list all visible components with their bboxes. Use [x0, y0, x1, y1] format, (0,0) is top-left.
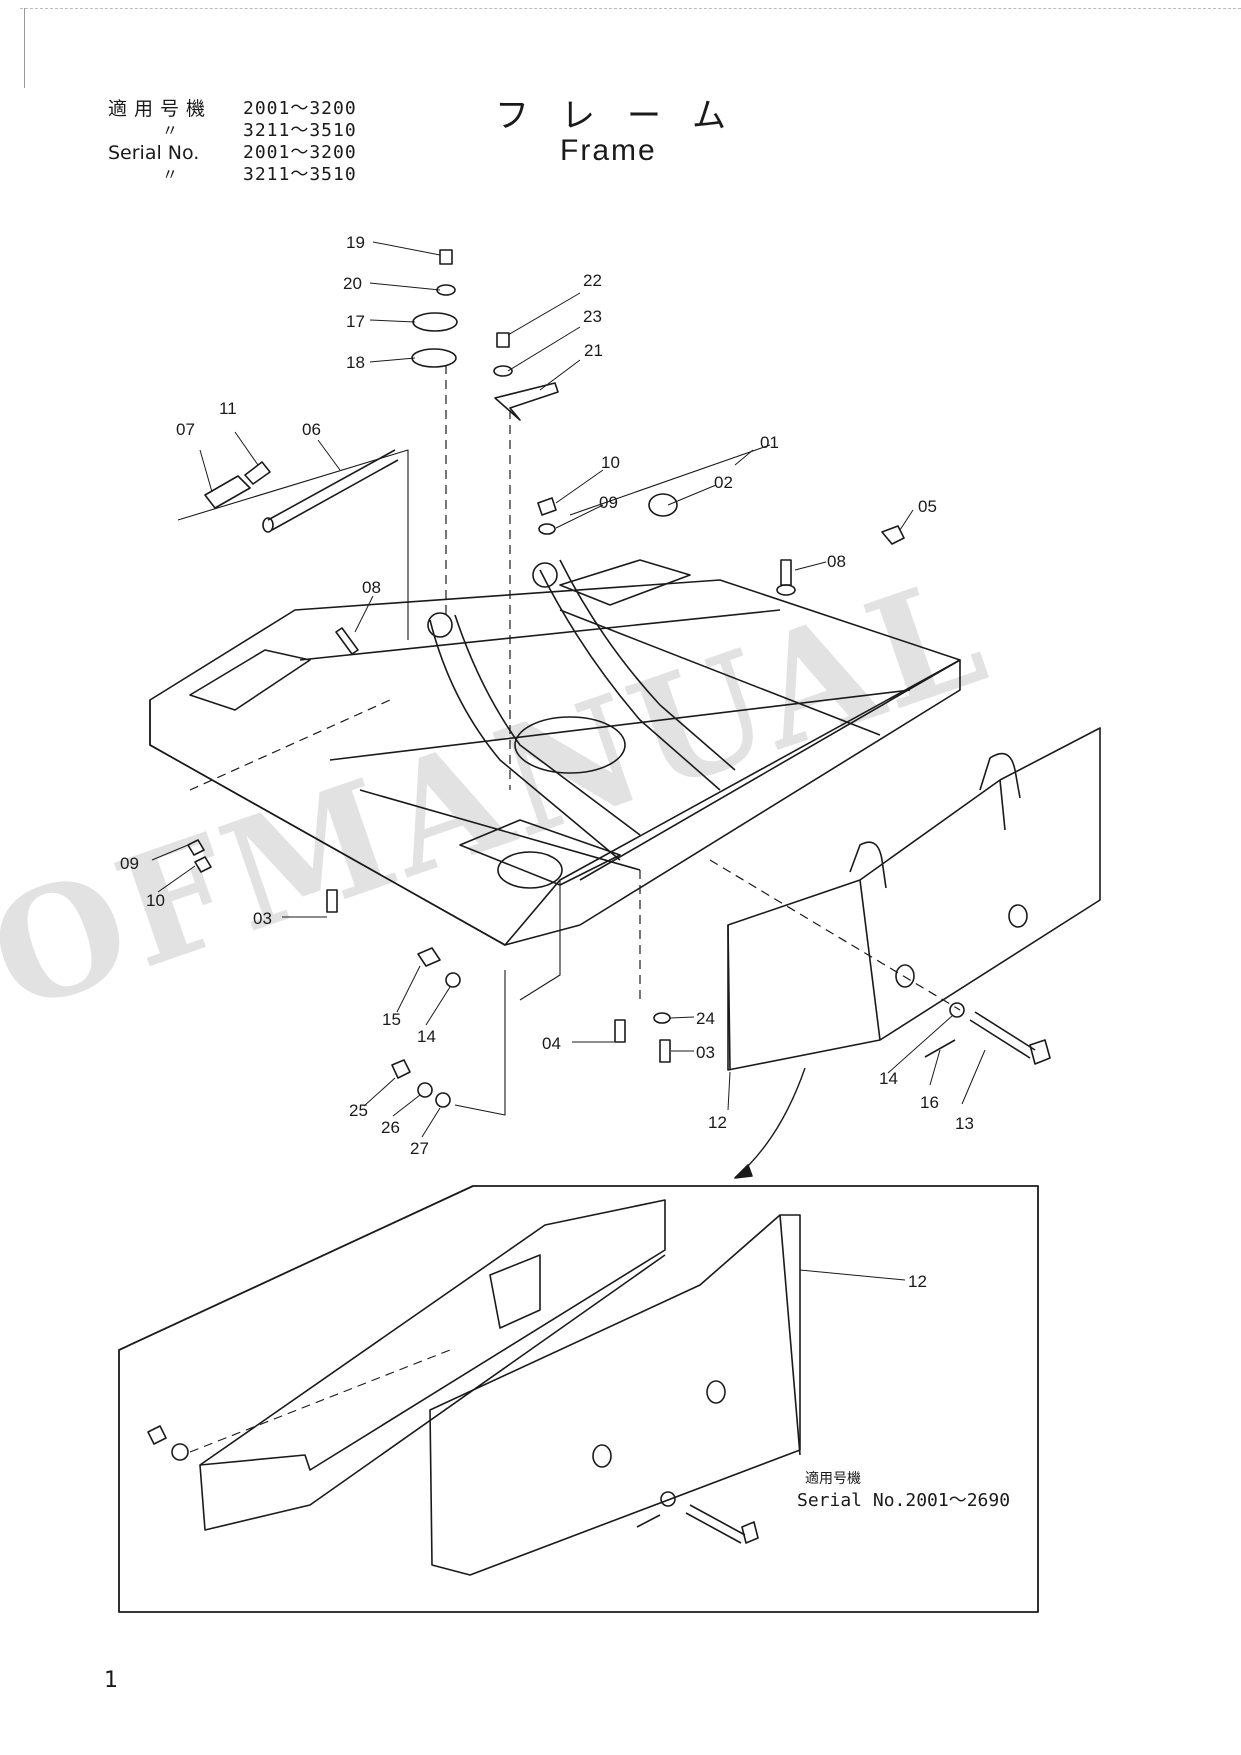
page-title-jp: フレーム	[495, 96, 758, 136]
callout-24: 24	[696, 1009, 715, 1028]
callout-10: 10	[146, 891, 165, 910]
header-row-2: 〃 3211～3510	[108, 120, 408, 142]
callout-23: 23	[583, 307, 602, 326]
applicable-label-jp: 適用号機	[108, 98, 213, 120]
serial-label: Serial No.	[108, 142, 200, 164]
callout-13: 13	[955, 1114, 974, 1133]
callout-16: 16	[920, 1093, 939, 1112]
callout-12: 12	[908, 1272, 927, 1291]
inset-applicable-label: 適用号機	[805, 1471, 861, 1487]
callout-14: 14	[417, 1027, 436, 1046]
callout-08: 08	[827, 552, 846, 571]
inset-counterweight	[429, 1214, 801, 1576]
inner-box	[559, 559, 691, 606]
alignment-lines	[189, 365, 961, 1011]
page-number: 1	[104, 1668, 118, 1693]
ditto-mark: 〃	[162, 121, 179, 140]
callout-18: 18	[346, 353, 365, 372]
header-row-1: 適用号機 2001～3200	[108, 98, 408, 120]
callout-12: 12	[708, 1113, 727, 1132]
callout-02: 02	[714, 473, 733, 492]
callout-15: 15	[382, 1010, 401, 1029]
page-left-edge	[24, 8, 25, 88]
applicable-serial-header: 適用号機 2001～3200 〃 3211～3510 Serial No. 20…	[108, 98, 408, 186]
callout-17: 17	[346, 312, 365, 331]
page-title-en: Frame	[560, 134, 657, 167]
callout-03: 03	[253, 909, 272, 928]
page-top-edge	[20, 8, 1241, 9]
serial-range: 3211～3510	[243, 164, 357, 185]
callout-21: 21	[584, 341, 603, 360]
callout-19: 19	[346, 233, 365, 252]
inset-serial-range: Serial No.2001～2690	[797, 1490, 1011, 1511]
callout-leaders	[151, 241, 986, 1281]
inset-frame-section	[199, 1199, 666, 1471]
callout-06: 06	[302, 420, 321, 439]
callout-22: 22	[583, 271, 602, 290]
serial-range: 2001～3200	[243, 98, 357, 119]
ditto-mark: 〃	[162, 165, 179, 184]
callout-labels: 19 20 17 18 22 23 21 11 07 06 01 02 10 0…	[120, 233, 974, 1291]
reference-lines	[177, 444, 771, 1116]
callout-01: 01	[760, 433, 779, 452]
inner-box	[459, 819, 621, 886]
inset-serial-note: 適用号機 Serial No.2001～2690	[797, 1468, 1010, 1512]
frame-drawing	[118, 249, 1101, 1613]
callout-08: 08	[362, 578, 381, 597]
header-row-4: 〃 3211～3510	[108, 164, 408, 186]
callout-09: 09	[120, 854, 139, 873]
boom-bracket-left	[429, 619, 621, 861]
counterweight-block	[727, 727, 1101, 1071]
frame-front-wall	[579, 659, 961, 926]
boom-bracket-right	[539, 569, 721, 791]
callout-11: 11	[219, 399, 237, 418]
inset-border	[118, 1185, 1039, 1613]
callout-10: 10	[601, 453, 620, 472]
callout-07: 07	[176, 420, 195, 439]
serial-range: 3211～3510	[243, 120, 357, 141]
callout-26: 26	[381, 1118, 400, 1137]
frame-opening	[189, 649, 311, 711]
callout-14: 14	[879, 1069, 898, 1088]
callout-25: 25	[349, 1101, 368, 1120]
callout-04: 04	[542, 1034, 561, 1053]
callout-27: 27	[410, 1139, 429, 1158]
header-row-3: Serial No. 2001～3200	[108, 142, 408, 164]
callout-05: 05	[918, 497, 937, 516]
callout-09: 09	[599, 493, 618, 512]
frame-left-wall	[149, 700, 581, 946]
serial-range: 2001～3200	[243, 142, 357, 163]
callout-20: 20	[343, 274, 362, 293]
callout-03: 03	[696, 1043, 715, 1062]
frame-top-plate	[149, 579, 961, 946]
